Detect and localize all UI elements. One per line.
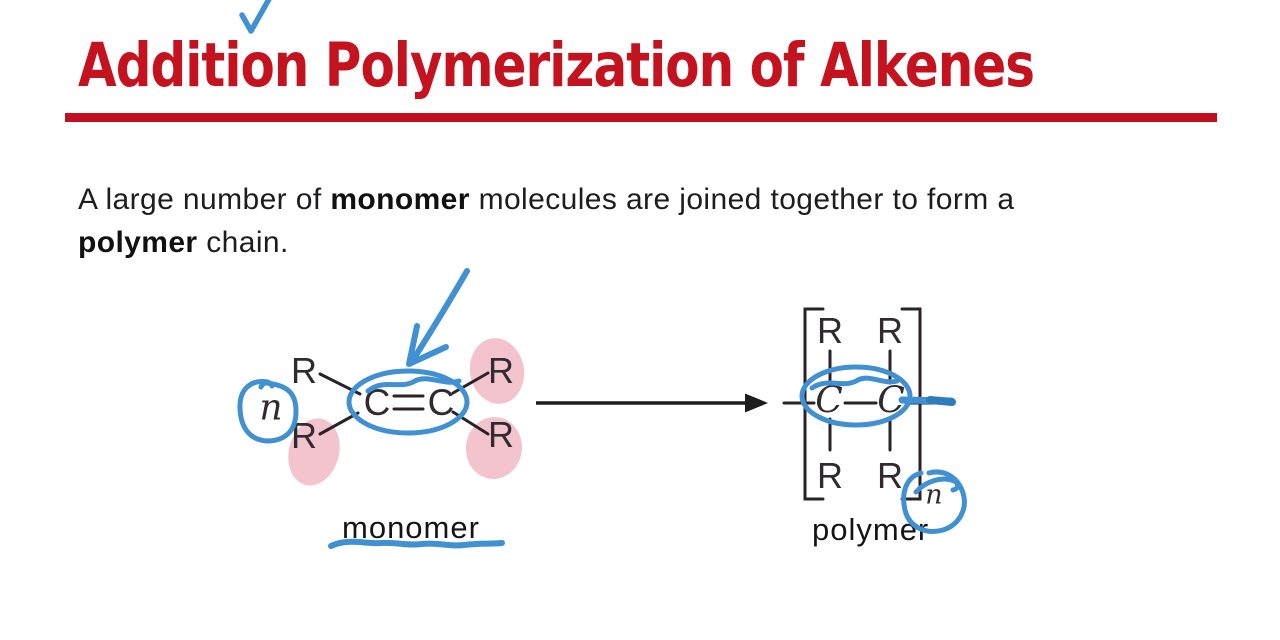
page-title: Addition Polymerization of Alkenes (78, 30, 1035, 101)
body-line2-bold-polymer: polymer (78, 226, 198, 259)
reaction-arrow-head (745, 393, 768, 413)
monomer-carbon-left: C (363, 382, 391, 423)
blue-arrow-annotation-head (406, 323, 449, 367)
monomer-r-top-left: R (291, 350, 317, 391)
bond-top-left (318, 372, 362, 396)
monomer-skeleton (318, 371, 490, 436)
reaction-arrow (536, 393, 768, 413)
bond-bottom-left (318, 411, 360, 436)
monomer-r-bottom-right: R (488, 414, 514, 455)
polymer-r-top-right: R (877, 310, 903, 351)
polymer-repeat-subscript-n: n (925, 479, 943, 511)
body-line2-post: chain. (197, 226, 289, 259)
monomer-r-bottom-left: R (291, 415, 317, 456)
polymer-r-bottom-right: R (877, 455, 903, 496)
polymer-skeleton (782, 307, 939, 501)
polymer-carbon-left: C (815, 380, 843, 422)
body-line1-pre: A large number of (78, 183, 331, 216)
title-underline-rule (65, 113, 1217, 122)
polymer-caption: polymer (812, 512, 930, 547)
checkmark-annotation-icon (239, 0, 272, 34)
monomer-coefficient-n: n (259, 387, 283, 429)
monomer-r-top-right: R (488, 350, 514, 391)
polymer-r-top-left: R (817, 310, 843, 351)
polymer-carbon-right: C (877, 380, 905, 422)
body-paragraph: A large number of monomer molecules are … (78, 178, 1218, 264)
blue-dash-annotation (898, 396, 955, 405)
bond-bottom-right (451, 410, 490, 436)
blue-arrow-annotation (408, 268, 470, 366)
bond-top-right (451, 371, 490, 395)
monomer-caption: monomer (342, 510, 480, 545)
body-line1-post: molecules are joined together to form a (469, 183, 1015, 216)
polymer-r-bottom-left: R (817, 455, 843, 496)
body-line1-bold-monomer: monomer (330, 183, 470, 216)
blue-dash-annotation-end (926, 396, 956, 406)
monomer-carbon-right: C (427, 382, 455, 423)
